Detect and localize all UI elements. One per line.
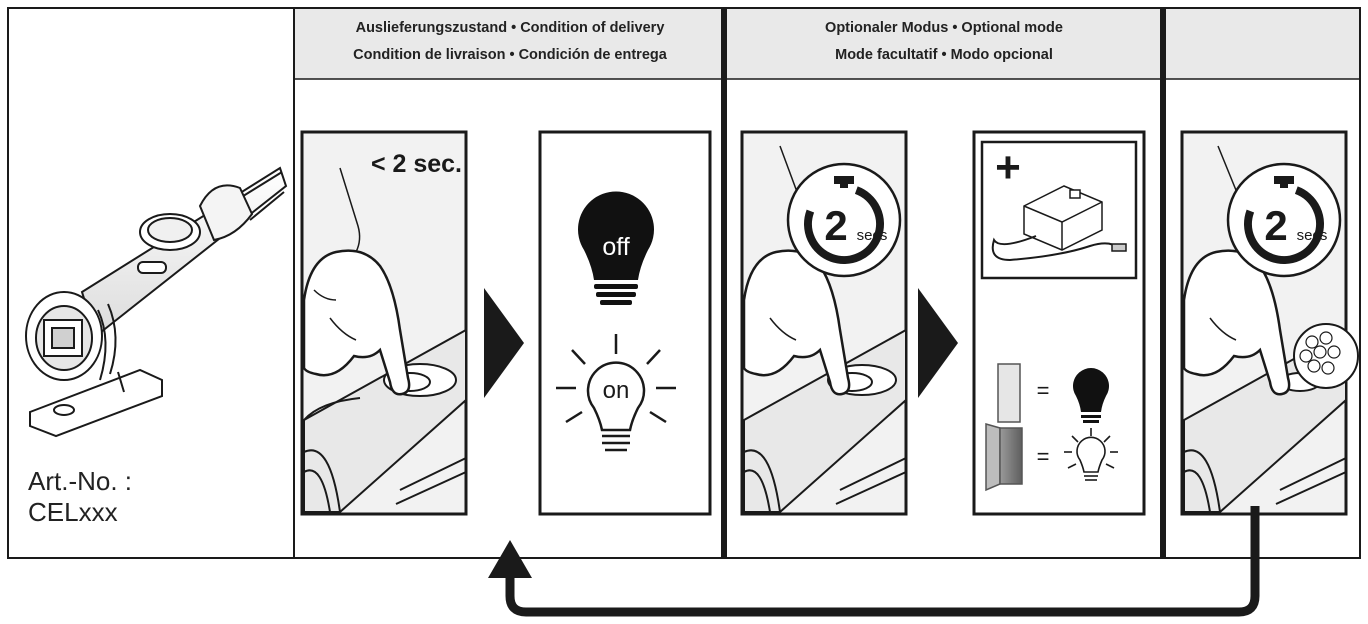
step-hold-panel: 2 secs [740, 130, 908, 516]
timer-unit: secs [1297, 227, 1328, 244]
stopwatch-icon: 2 secs [1226, 162, 1342, 278]
article-number-value: CELxxx [28, 497, 118, 527]
step-reset-panel: 2 secs [1180, 130, 1359, 516]
equals-symbol: = [1037, 444, 1050, 469]
state-panel: off on [538, 130, 712, 516]
article-number-label: Art.-No. : [28, 466, 133, 496]
timer-unit: secs [857, 227, 888, 244]
timer-number: 2 [1264, 202, 1287, 249]
play-triangle-icon [918, 288, 958, 398]
press-duration-label: < 2 sec. [371, 150, 462, 178]
equals-symbol: = [1037, 378, 1050, 403]
motion-sensor-dome-icon [1293, 323, 1359, 389]
delivery-header-line1: Auslieferungszustand • Condition of deli… [355, 20, 665, 36]
light-bulb-off-icon [1073, 368, 1109, 423]
delivery-header-line2: Condition de livraison • Condición de en… [353, 47, 667, 63]
door-open-icon [985, 423, 1001, 492]
light-bulb-on-icon: on [556, 334, 676, 452]
accessory-panel: + = = [972, 130, 1146, 516]
step-press-panel: < 2 sec. [300, 130, 468, 516]
pointing-finger-icon [742, 145, 851, 396]
play-triangle-icon [484, 288, 524, 398]
light-bulb-off-icon: off [577, 191, 654, 305]
on-label: on [603, 377, 630, 404]
door-closed-icon [997, 363, 1021, 423]
off-label: off [602, 233, 629, 261]
optional-header-line1: Optionaler Modus • Optional mode [825, 20, 1063, 36]
timer-number: 2 [824, 202, 847, 249]
motion-sensor-module-icon [991, 185, 1127, 262]
product-illustration [25, 166, 288, 438]
add-symbol: + [995, 143, 1021, 192]
optional-header-line2: Mode facultatif • Modo opcional [835, 47, 1053, 63]
article-number: Art.-No. : CELxxx [28, 466, 132, 528]
pointing-finger-icon [302, 167, 411, 396]
pointing-finger-icon [1182, 145, 1291, 396]
light-bulb-on-icon [1064, 428, 1118, 481]
optional-header: Optionaler Modus • Optional mode Mode fa… [727, 8, 1161, 76]
stopwatch-icon: 2 secs [786, 162, 902, 278]
delivery-header: Auslieferungszustand • Condition of deli… [296, 8, 724, 76]
loop-arrow-icon [488, 506, 1260, 617]
